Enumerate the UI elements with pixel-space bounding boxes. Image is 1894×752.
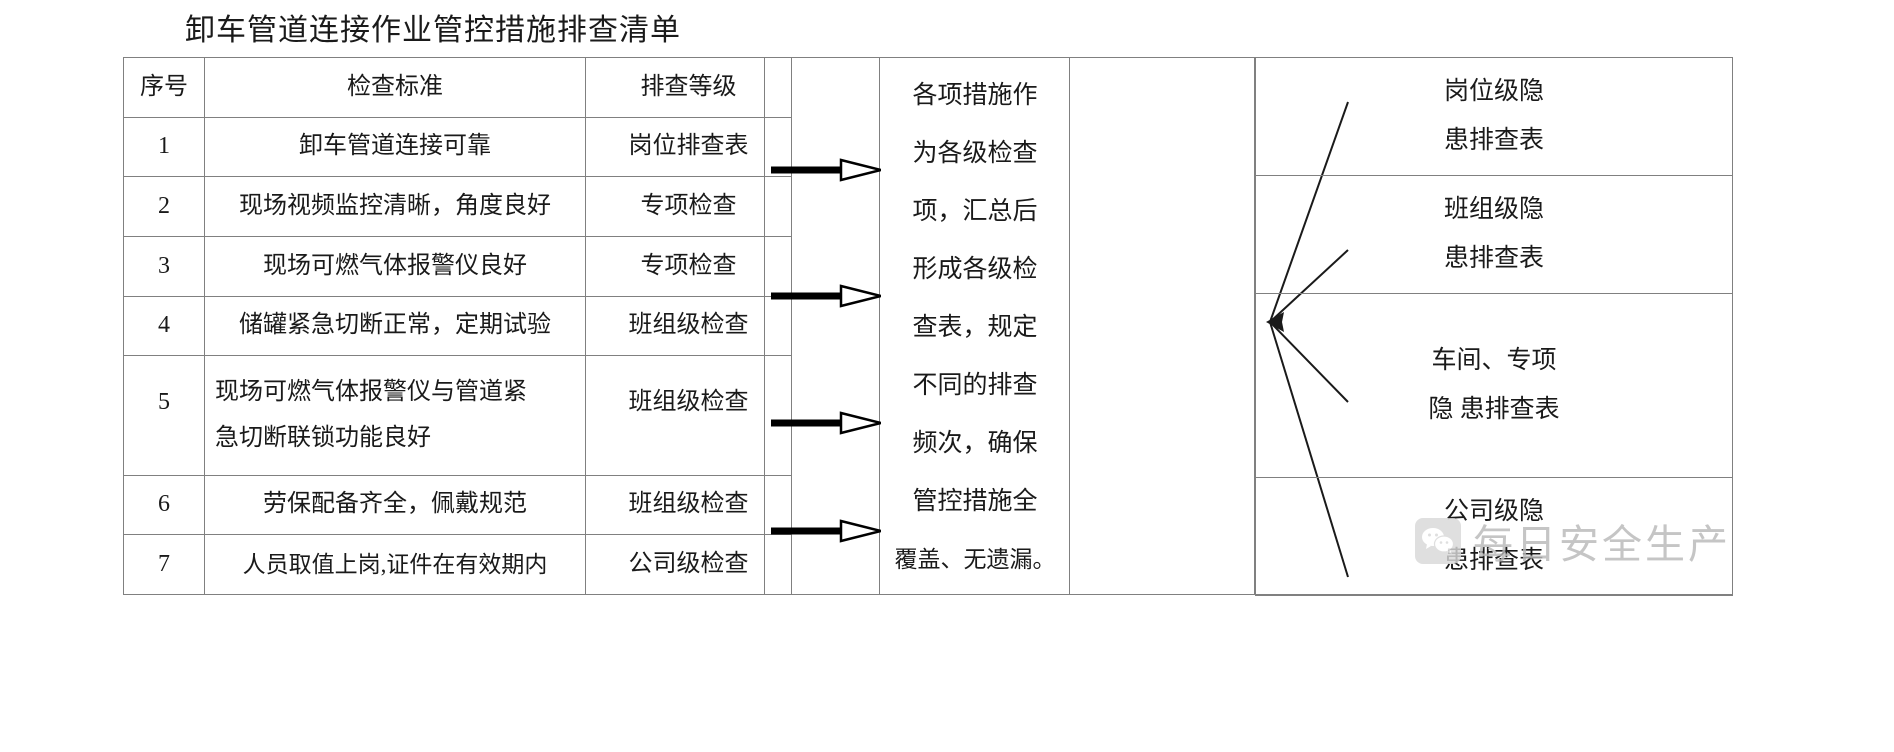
page-title: 卸车管道连接作业管控措施排查清单 xyxy=(185,14,681,47)
cell-standard: 现场可燃气体报警仪与管道紧 急切断联锁功能良好 xyxy=(204,355,586,476)
cell-level: 专项检查 xyxy=(585,176,792,237)
table-row: 1 卸车管道连接可靠 岗位排查表 xyxy=(123,116,792,178)
column-header-no: 序号 xyxy=(123,57,205,118)
cell-standard: 储罐紧急切断正常，定期试验 xyxy=(204,295,586,357)
summary-line: 管控措施全 xyxy=(912,488,1038,515)
table-row: 4 储罐紧急切断正常，定期试验 班组级检查 xyxy=(123,295,792,357)
table-row: 3 现场可燃气体报警仪良好 专项检查 xyxy=(123,235,792,297)
right-arrow-icon xyxy=(771,519,881,543)
summary-column: 各项措施作 为各级检查 项，汇总后 形成各级检 查表，规定 不同的排查 频次，确… xyxy=(880,57,1070,595)
output-box: 公司级隐 患排查表 xyxy=(1255,477,1733,596)
cell-standard: 卸车管道连接可靠 xyxy=(204,116,586,178)
cell-no: 6 xyxy=(123,474,205,536)
output-box-cell: 公司级隐 患排查表 xyxy=(1255,477,1733,596)
column-header-standard: 检查标准 xyxy=(204,57,586,118)
summary-line: 查表，规定 xyxy=(912,314,1038,341)
cell-no: 1 xyxy=(123,116,205,178)
summary-line: 频次，确保 xyxy=(912,430,1038,457)
cell-no: 2 xyxy=(123,176,205,237)
right-arrow-icon xyxy=(771,411,881,435)
summary-line: 覆盖、无遗漏。 xyxy=(894,547,1056,572)
table-row: 7 人员取值上岗,证件在有效期内 公司级检查 xyxy=(123,534,792,595)
output-box-line2: 隐 患排查表 xyxy=(1428,395,1560,423)
cell-level: 岗位排查表 xyxy=(585,116,792,178)
summary-line: 项，汇总后 xyxy=(912,198,1038,225)
arrow-column xyxy=(764,57,881,595)
output-box: 岗位级隐 患排查表 xyxy=(1255,57,1733,176)
cell-no: 4 xyxy=(123,295,205,357)
summary-text: 各项措施作 为各级检查 项，汇总后 形成各级检 查表，规定 不同的排查 频次，确… xyxy=(880,67,1070,589)
cell-standard-line2: 急切断联锁功能良好 xyxy=(215,424,431,451)
cell-standard-line1: 现场可燃气体报警仪与管道紧 xyxy=(215,379,527,406)
summary-line: 为各级检查 xyxy=(912,140,1038,167)
cell-standard: 现场可燃气体报警仪良好 xyxy=(204,235,586,297)
cell-no: 7 xyxy=(123,534,205,595)
cell-level: 公司级检查 xyxy=(585,534,792,595)
output-box-line2: 患排查表 xyxy=(1443,244,1544,272)
cell-level: 专项检查 xyxy=(585,235,792,297)
output-box-cell: 岗位级隐 患排查表 xyxy=(1255,57,1733,176)
summary-line: 形成各级检 xyxy=(912,256,1038,283)
cell-level: 班组级检查 xyxy=(585,295,792,357)
table-row: 6 劳保配备齐全，佩戴规范 班组级检查 xyxy=(123,474,792,536)
output-box-line1: 车间、专项 xyxy=(1431,346,1557,374)
table-row: 2 现场视频监控清晰，角度良好 专项检查 xyxy=(123,176,792,237)
cell-level: 班组级检查 xyxy=(585,474,792,536)
output-box-line1: 岗位级隐 xyxy=(1443,77,1544,105)
cell-no: 5 xyxy=(123,355,205,476)
cell-standard: 人员取值上岗,证件在有效期内 xyxy=(204,534,586,595)
fan-column xyxy=(1070,57,1255,595)
column-header-level: 排查等级 xyxy=(585,57,792,118)
cell-no: 3 xyxy=(123,235,205,297)
table-row: 5 现场可燃气体报警仪与管道紧 急切断联锁功能良好 班组级检查 xyxy=(123,355,792,476)
output-boxes-table: 岗位级隐 患排查表 班组级隐 患排查表 车间、专项 隐 患排查表 公司级隐 xyxy=(1255,57,1733,596)
output-box-line2: 患排查表 xyxy=(1443,546,1544,574)
output-box: 班组级隐 患排查表 xyxy=(1255,175,1733,294)
cell-standard: 劳保配备齐全，佩戴规范 xyxy=(204,474,586,536)
right-arrow-icon xyxy=(771,158,881,182)
output-box-line1: 公司级隐 xyxy=(1443,497,1544,525)
cell-standard: 现场视频监控清晰，角度良好 xyxy=(204,176,586,237)
output-box-cell: 班组级隐 患排查表 xyxy=(1255,175,1733,294)
table-header-row: 序号 检查标准 排查等级 xyxy=(123,57,792,118)
summary-line: 各项措施作 xyxy=(912,82,1038,109)
output-box-line2: 患排查表 xyxy=(1443,126,1544,154)
checklist-table: 序号 检查标准 排查等级 1 卸车管道连接可靠 岗位排查表 2 现场视频监控清晰… xyxy=(123,57,792,595)
output-box-cell: 车间、专项 隐 患排查表 xyxy=(1255,293,1733,478)
right-arrow-icon xyxy=(771,284,881,308)
output-box-line1: 班组级隐 xyxy=(1443,195,1544,223)
output-box: 车间、专项 隐 患排查表 xyxy=(1255,293,1733,478)
summary-line: 不同的排查 xyxy=(912,372,1038,399)
cell-level: 班组级检查 xyxy=(585,355,792,476)
